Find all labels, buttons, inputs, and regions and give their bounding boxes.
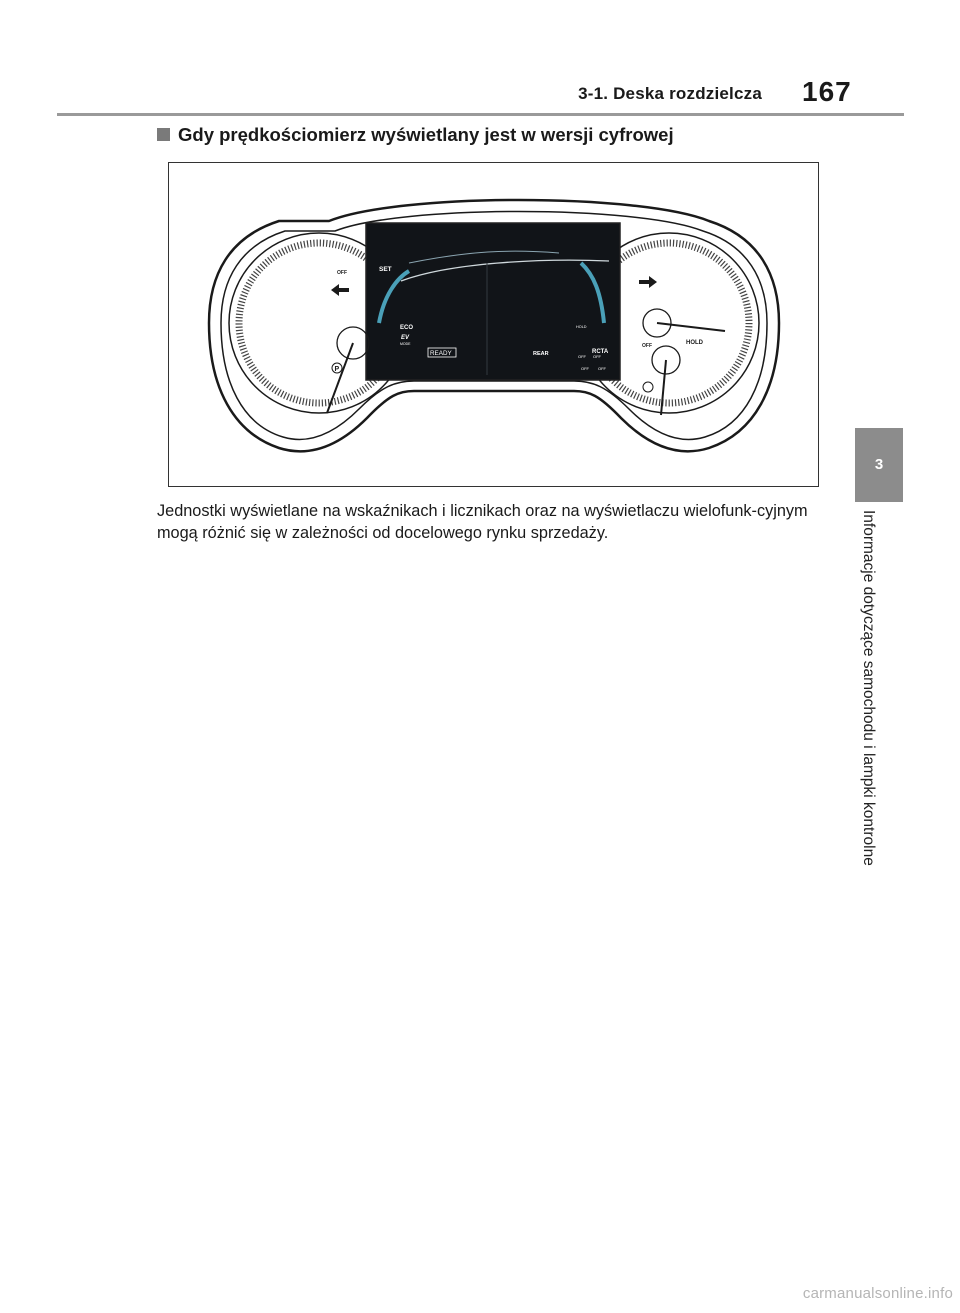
- indicator-circle: [642, 381, 654, 393]
- rear-label: REAR: [533, 351, 549, 357]
- page-number: 167: [802, 76, 852, 107]
- ready-box: [427, 347, 457, 358]
- left-gauge-needle: [326, 342, 354, 414]
- right-turn-arrow-icon: [639, 276, 657, 288]
- ready-label: READY: [430, 350, 452, 357]
- display-arc-upper: [408, 250, 560, 264]
- section-header-title: 3-1. Deska rozdzielcza: [578, 84, 762, 103]
- display-right-bar: [579, 261, 606, 324]
- section-heading: Gdy prędkościomierz wyświetlany jest w w…: [157, 124, 674, 146]
- right-upper-hub: [642, 308, 672, 338]
- chapter-title-vertical: Informacje dotyczące samochodu i lampki …: [857, 510, 897, 930]
- header-rule: [57, 113, 904, 116]
- display-arc: [400, 259, 610, 282]
- off-a-label: OFF: [578, 354, 587, 359]
- section-heading-text: Gdy prędkościomierz wyświetlany jest w w…: [178, 124, 674, 145]
- off-right-label: OFF: [642, 343, 652, 349]
- instrument-cluster-illustration: SET ECO EV MODE READY REAR HOLD RCTA OFF…: [207, 198, 781, 453]
- hold-right-label: HOLD: [686, 340, 704, 346]
- mode-label: MODE: [400, 342, 411, 346]
- off-b-label: OFF: [593, 354, 602, 359]
- square-bullet-icon: [157, 128, 170, 141]
- hold-small-label: HOLD: [576, 325, 587, 329]
- body-paragraph: Jednostki wyświetlane na wskaźnikach i l…: [157, 502, 808, 542]
- chapter-title-text: Informacje dotyczące samochodu i lampki …: [860, 510, 877, 866]
- right-upper-needle: [656, 322, 726, 332]
- chapter-tab: 3: [855, 428, 903, 502]
- left-gauge-hub: [336, 326, 370, 360]
- eco-label: ECO: [400, 325, 413, 331]
- cluster-outer-housing: [207, 198, 781, 453]
- instrument-cluster-figure: SET ECO EV MODE READY REAR HOLD RCTA OFF…: [168, 162, 819, 487]
- parking-p-icon: [331, 362, 343, 374]
- ev-label: EV: [401, 335, 410, 341]
- off-c-label: OFF: [581, 366, 590, 371]
- off-d-label: OFF: [598, 366, 607, 371]
- right-lower-hub: [651, 345, 681, 375]
- right-lower-needle: [660, 359, 667, 416]
- right-gauge-ticks: [585, 239, 753, 407]
- footer-watermark: carmanualsonline.info: [802, 1285, 953, 1302]
- left-turn-arrow-icon: [331, 284, 349, 296]
- off-top-left-label: OFF: [337, 270, 347, 276]
- display-left-bar: [377, 269, 411, 324]
- p-label: P: [335, 366, 340, 373]
- rcta-label: RCTA: [592, 349, 609, 355]
- multi-information-display: [365, 222, 621, 381]
- cluster-inner-housing: [220, 210, 768, 441]
- set-label: SET: [379, 266, 392, 273]
